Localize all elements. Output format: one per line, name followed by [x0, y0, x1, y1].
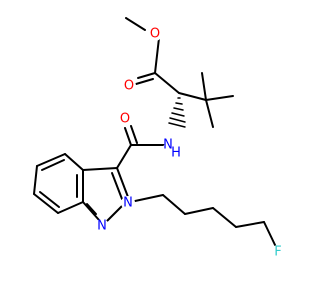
bond-chain-2: [184, 207, 214, 215]
bond-c3-n2: [116, 167, 129, 198]
bond-c3a-c4: [64, 153, 84, 171]
atom-n-amide-hydrogen: H: [171, 146, 181, 161]
bond-methyl-o: [125, 17, 146, 31]
atom-o-ester-carbonyl: O: [124, 79, 134, 94]
bond-c6-c7-inner: [39, 191, 60, 208]
bond-amide-c3: [116, 144, 132, 169]
bond-c7-c7a: [57, 201, 84, 214]
bond-n2-n1: [104, 205, 123, 224]
bond-amide-double-a: [124, 127, 132, 146]
bond-c4-c5: [36, 153, 66, 167]
bonds: [33, 17, 277, 248]
bond-tbu-up: [201, 72, 207, 101]
bond-c6-c7: [33, 193, 59, 214]
bond-tbu-right: [205, 95, 234, 101]
bond-chain-4: [235, 221, 265, 228]
bond-chain-f: [263, 221, 277, 248]
stereo-hash-bond: [168, 97, 186, 128]
bond-ester-double-a: [137, 72, 156, 79]
atom-n-indazole-2: N: [123, 196, 133, 211]
bond-chain-3: [212, 207, 237, 228]
atom-n-indazole-1: N: [97, 219, 107, 234]
bond-c3a-c3: [82, 167, 118, 171]
atom-labels: O O N H O N N F: [95, 27, 285, 260]
bond-alpha-quaternary: [178, 92, 207, 101]
atom-fluorine: F: [274, 245, 281, 260]
bond-c3-n2-inner: [111, 172, 123, 200]
bond-n1-c7a: [82, 201, 100, 221]
bond-ester-double-b: [135, 78, 154, 85]
bond-amide-double-b: [130, 125, 138, 144]
bond-n1-c7a-inner: [86, 203, 97, 215]
bond-c4-c5-inner: [41, 159, 65, 171]
atom-o-methoxy: O: [150, 27, 160, 42]
atom-o-amide: O: [120, 112, 130, 127]
atom-n-amide: N: [163, 138, 173, 153]
bond-tbu-down: [205, 99, 214, 128]
molecule-structure: O O N H O N N F: [33, 17, 285, 260]
bond-carbonyl-alpha: [154, 72, 180, 94]
bond-o-carbonyl: [154, 37, 160, 74]
bond-n2-chain: [134, 194, 164, 202]
bond-chain-1: [162, 194, 186, 215]
bond-c5-c6: [33, 165, 38, 195]
